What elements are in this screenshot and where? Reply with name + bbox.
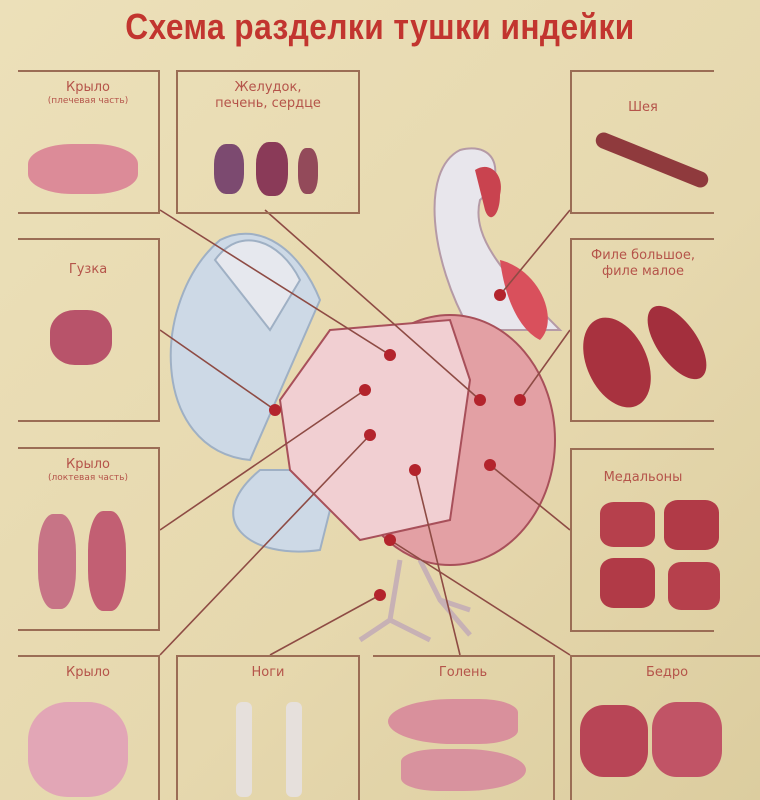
meat-image <box>298 148 318 194</box>
meat-image <box>286 702 302 797</box>
panel-label: Шея <box>628 100 658 115</box>
panel-label: Крыло <box>65 80 110 95</box>
panel-label: Голень <box>438 665 488 680</box>
panel-label: Желудок, <box>234 80 302 95</box>
meat-image <box>668 562 720 610</box>
meat-image <box>580 705 648 777</box>
meat-image <box>600 502 655 547</box>
meat-image <box>401 749 526 791</box>
panel-tail: Гузка <box>18 238 160 422</box>
panel-wing: Крыло <box>18 655 160 800</box>
meat-image <box>28 144 138 194</box>
panel-label: Ноги <box>251 665 285 680</box>
panel-medallions: Медальоны <box>570 448 720 632</box>
meat-image <box>256 142 288 196</box>
meat-image <box>214 144 244 194</box>
panel-fillet: Филе большое,филе малое <box>569 238 718 422</box>
meat-image <box>664 500 719 550</box>
panel-label: Филе большое, <box>591 248 695 263</box>
meat-image <box>593 130 711 190</box>
panel-giblets: Желудок,печень, сердце <box>176 70 360 214</box>
panel-label: Бедро <box>645 665 689 680</box>
turkey-legs <box>358 558 472 643</box>
panel-label: Гузка <box>68 262 108 277</box>
panel-thigh: Бедро <box>570 655 760 800</box>
panel-label: Медальоны <box>603 470 683 485</box>
panel-label: Крыло <box>65 457 110 472</box>
meat-image <box>88 511 126 611</box>
meat-image <box>600 558 655 608</box>
panel-feet: Ноги <box>176 655 360 800</box>
panel-drumstick: Голень <box>373 655 555 800</box>
diagram-title: Схема разделки тушки индейки <box>125 6 635 47</box>
turkey-wing <box>278 318 472 542</box>
panel-wing-elbow: Крыло(локтевая часть) <box>18 447 160 631</box>
meat-image <box>38 514 76 609</box>
panel-neck: Шея <box>570 70 714 214</box>
meat-image <box>652 702 722 777</box>
panel-label: Крыло <box>65 665 110 680</box>
meat-image <box>50 310 112 365</box>
meat-image <box>388 699 518 744</box>
meat-image <box>236 702 252 797</box>
panel-sublabel: (локтевая часть) <box>48 473 128 483</box>
panel-wing-shoulder: Крыло(плечевая часть) <box>18 70 160 214</box>
meat-image <box>28 702 128 797</box>
cut-markers <box>269 289 526 601</box>
turkey-head <box>475 166 501 218</box>
panel-sublabel: (плечевая часть) <box>47 96 129 106</box>
leader-lines <box>159 209 571 656</box>
panel-label-line2: филе малое <box>601 264 685 279</box>
panel-label-line2: печень, сердце <box>215 96 321 111</box>
